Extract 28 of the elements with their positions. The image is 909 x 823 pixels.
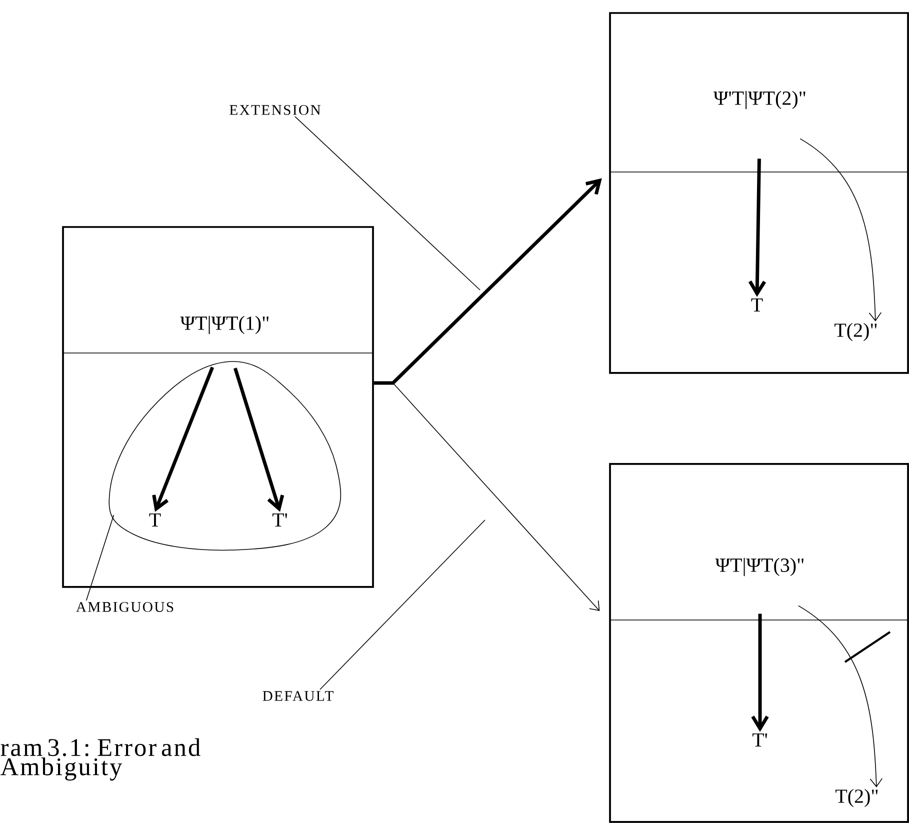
arrow xyxy=(748,158,766,297)
arrow xyxy=(800,138,882,322)
state-label: T(2)" xyxy=(834,322,877,342)
arrow xyxy=(152,366,214,512)
arrow xyxy=(374,178,602,385)
ambiguity-region xyxy=(108,361,342,551)
panel-box xyxy=(62,226,374,588)
leader-line xyxy=(294,116,480,290)
formula-label: ΨT|ΨT(1)" xyxy=(180,316,268,334)
arrow xyxy=(233,368,284,512)
state-label: T xyxy=(751,298,763,312)
state-label: T xyxy=(149,513,161,527)
callout-label: AMBIGUOUS xyxy=(76,602,174,612)
arrow xyxy=(751,614,769,732)
formula-label: ΨT|ΨT(3)" xyxy=(715,558,804,576)
state-label: T' xyxy=(752,733,768,747)
leader-line xyxy=(86,514,114,601)
blocked-arrow xyxy=(798,605,891,788)
callout-label: EXTENSION xyxy=(230,105,320,115)
leader-line xyxy=(320,520,486,690)
panel-box xyxy=(609,463,909,823)
formula-label: Ψ'T|ΨT(2)" xyxy=(714,90,806,110)
arrow xyxy=(374,382,600,612)
state-label: T(2)" xyxy=(836,788,878,808)
caption: ram 3.1: Error and Ambiguity xyxy=(0,738,200,781)
state-label: T' xyxy=(272,513,288,527)
callout-label: DEFAULT xyxy=(262,691,334,701)
panel-box xyxy=(609,12,909,374)
